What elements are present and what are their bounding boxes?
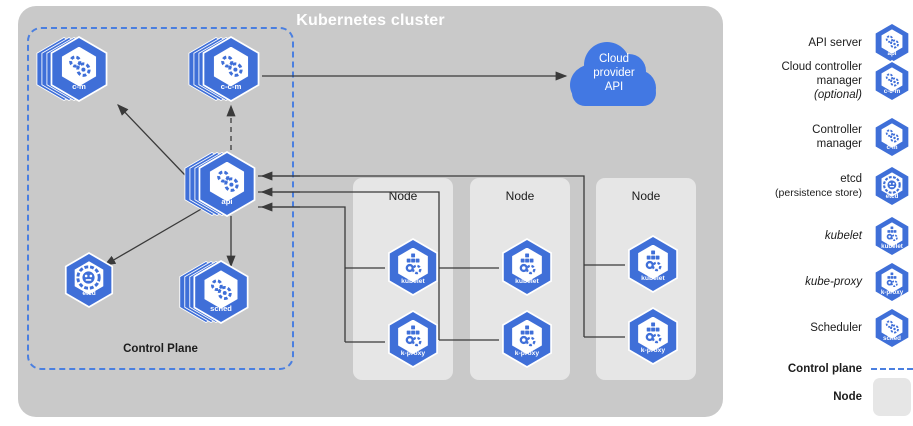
k8s-icon-kubelet-1: kubelet bbox=[500, 238, 554, 296]
k8s-icon-legend-etcd: etcd bbox=[873, 165, 911, 207]
legend-label-kubelet: kubelet bbox=[824, 230, 862, 242]
k8s-icon-legend-kube-proxy: k-proxy bbox=[873, 261, 911, 303]
legend-icon-scheduler: sched bbox=[871, 307, 913, 349]
legend-icon-kube-proxy: k-proxy bbox=[871, 261, 913, 303]
legend-row-node: Node bbox=[740, 376, 913, 418]
legend-row-control-plane: Control plane bbox=[740, 348, 913, 390]
k8s-icon-kproxy-0: k-proxy bbox=[386, 310, 440, 368]
node-title: Node bbox=[505, 189, 535, 203]
k8s-icon-legend-scheduler: sched bbox=[873, 307, 911, 349]
legend-label-node: Node bbox=[833, 391, 862, 403]
k8s-icon-kubelet-2: kubelet bbox=[626, 235, 680, 293]
legend-row-scheduler: Scheduler sched bbox=[740, 307, 913, 349]
dashed-line-swatch bbox=[871, 368, 913, 370]
control-plane-label: Control Plane bbox=[123, 343, 198, 355]
k8s-icon-kubelet-0: kubelet bbox=[386, 238, 440, 296]
legend-label-api-server: API server bbox=[808, 37, 862, 49]
k8s-icon-c-c-m: c-c-m bbox=[188, 36, 262, 102]
legend-sublabel-etcd: (persistence store) bbox=[775, 187, 862, 199]
k8s-icon-legend-api-server: api bbox=[873, 22, 911, 64]
cloud-provider-api: Cloud provider API bbox=[566, 36, 662, 108]
k8s-icon-sched: sched bbox=[179, 260, 251, 324]
cloud-label: Cloud provider API bbox=[593, 53, 635, 93]
legend-row-etcd: etcd(persistence store) etcd bbox=[740, 165, 913, 207]
node-title: Node bbox=[631, 189, 661, 203]
legend-sublabel-cloud-controller: (optional) bbox=[814, 89, 862, 101]
legend-row-kube-proxy: kube-proxy k-proxy bbox=[740, 261, 913, 303]
k8s-icon-api: api bbox=[184, 151, 258, 217]
legend-icon-api-server: api bbox=[871, 22, 913, 64]
legend-label-kube-proxy: kube-proxy bbox=[805, 276, 862, 288]
k8s-icon-etcd: etcd bbox=[63, 252, 115, 308]
k8s-icon-kproxy-2: k-proxy bbox=[626, 307, 680, 365]
legend-row-api-server: API server api bbox=[740, 22, 913, 64]
legend-icon-kubelet: kubelet bbox=[871, 215, 913, 257]
legend-label-scheduler: Scheduler bbox=[810, 322, 862, 334]
legend-row-kubelet: kubelet kubelet bbox=[740, 215, 913, 257]
legend-label-etcd: etcd(persistence store) bbox=[775, 173, 862, 199]
k8s-icon-legend-controller-manager: c-m bbox=[873, 116, 911, 158]
legend-icon-cloud-controller: c-c-m bbox=[871, 60, 913, 102]
k8s-icon-legend-cloud-controller: c-c-m bbox=[873, 60, 911, 102]
legend-label-control-plane: Control plane bbox=[787, 363, 862, 375]
k8s-icon-legend-kubelet: kubelet bbox=[873, 215, 911, 257]
k8s-icon-c-m: c-m bbox=[36, 36, 110, 102]
k8s-icon-kproxy-1: k-proxy bbox=[500, 310, 554, 368]
legend-icon-etcd: etcd bbox=[871, 165, 913, 207]
page-title: Kubernetes cluster bbox=[296, 12, 445, 29]
node-title: Node bbox=[388, 189, 418, 203]
legend-icon-controller-manager: c-m bbox=[871, 116, 913, 158]
node-color-swatch bbox=[873, 378, 911, 416]
